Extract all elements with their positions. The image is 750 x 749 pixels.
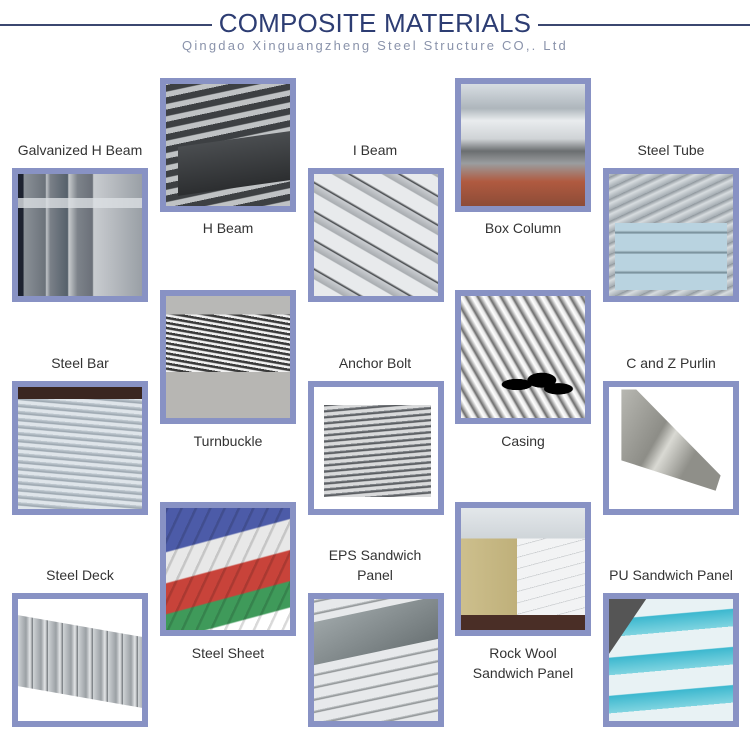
galvanized-h-beam-photo (18, 174, 142, 296)
product-label-box-column: Box Column (484, 220, 562, 236)
rock-wool-label-line-2: Sandwich Panel (472, 665, 574, 681)
product-image-steel-bar[interactable] (12, 381, 148, 515)
product-image-galvanized-h-beam[interactable] (12, 168, 148, 302)
product-label-steel-bar: Steel Bar (51, 355, 109, 371)
product-label-steel-tube: Steel Tube (637, 142, 705, 158)
header-divider-left (0, 24, 212, 26)
steel-tube-photo (609, 174, 733, 296)
product-image-c-and-z-purlin[interactable] (603, 381, 739, 515)
product-image-pu-sandwich-panel[interactable] (603, 593, 739, 727)
product-label-anchor-bolt: Anchor Bolt (338, 355, 412, 371)
steel-deck-photo (18, 599, 142, 721)
product-label-h-beam: H Beam (202, 220, 254, 236)
product-image-box-column[interactable] (455, 78, 591, 212)
product-image-turnbuckle[interactable] (160, 290, 296, 424)
product-image-eps-sandwich-panel[interactable] (308, 593, 444, 727)
product-image-casing[interactable] (455, 290, 591, 424)
rock-wool-sandwich-panel-photo (461, 508, 585, 630)
page-title: COMPOSITE MATERIALS (218, 8, 532, 38)
steel-sheet-photo (166, 508, 290, 630)
anchor-bolt-photo (314, 387, 438, 509)
product-image-steel-tube[interactable] (603, 168, 739, 302)
company-subtitle: Qingdao Xinguangzheng Steel Structure CO… (182, 38, 568, 53)
product-label-galvanized-h-beam: Galvanized H Beam (17, 142, 143, 158)
product-image-anchor-bolt[interactable] (308, 381, 444, 515)
steel-bar-photo (18, 387, 142, 509)
header-divider-right (538, 24, 750, 26)
product-label-steel-sheet: Steel Sheet (191, 645, 265, 661)
product-label-pu-sandwich-panel: PU Sandwich Panel (609, 567, 733, 583)
eps-label-line-1: EPS Sandwich (328, 547, 422, 563)
product-label-c-and-z-purlin: C and Z Purlin (626, 355, 716, 371)
product-label-casing: Casing (501, 433, 545, 449)
c-and-z-purlin-photo (609, 387, 733, 509)
eps-label-line-2: Panel (357, 567, 393, 583)
product-label-eps-sandwich-panel: EPS Sandwich Panel (300, 545, 450, 585)
product-image-steel-deck[interactable] (12, 593, 148, 727)
casing-photo (461, 296, 585, 418)
pu-sandwich-panel-photo (609, 599, 733, 721)
product-label-turnbuckle: Turnbuckle (193, 433, 263, 449)
h-beam-photo (166, 84, 290, 206)
i-beam-photo (314, 174, 438, 296)
product-image-h-beam[interactable] (160, 78, 296, 212)
product-label-i-beam: I Beam (352, 142, 398, 158)
eps-sandwich-panel-photo (314, 599, 438, 721)
turnbuckle-photo (166, 296, 290, 418)
product-image-rock-wool-sandwich-panel[interactable] (455, 502, 591, 636)
product-label-steel-deck: Steel Deck (46, 567, 114, 583)
box-column-photo (461, 84, 585, 206)
rock-wool-label-line-1: Rock Wool (489, 645, 557, 661)
product-image-i-beam[interactable] (308, 168, 444, 302)
product-image-steel-sheet[interactable] (160, 502, 296, 636)
product-label-rock-wool-sandwich-panel: Rock Wool Sandwich Panel (448, 643, 598, 683)
